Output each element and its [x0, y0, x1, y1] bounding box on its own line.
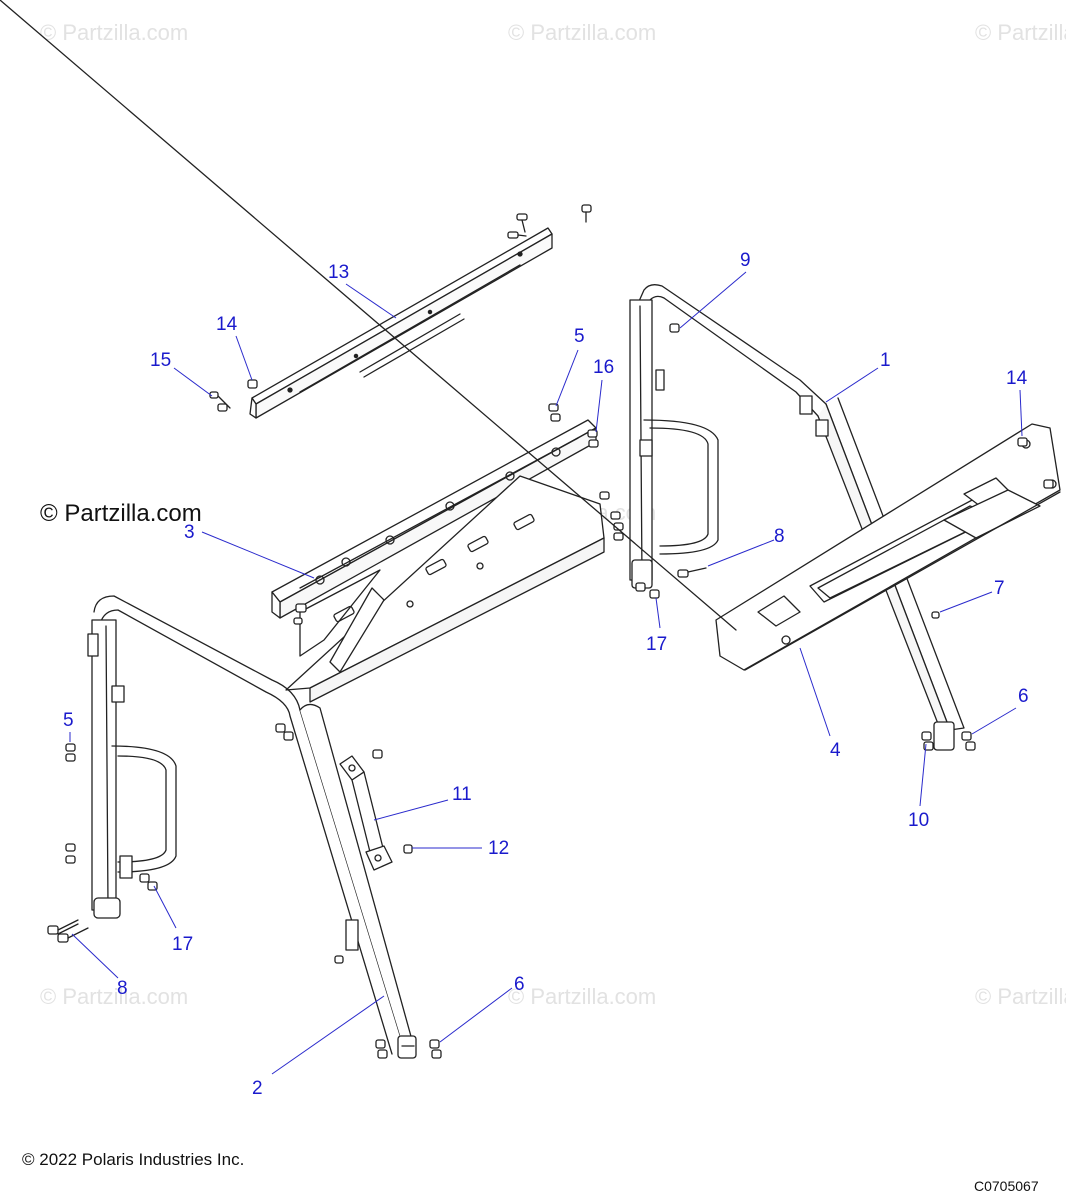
callout-label: 11	[452, 784, 472, 805]
callout-label: 10	[908, 810, 929, 831]
watermark: © Partzilla.com	[975, 20, 1066, 45]
callout-label: 6	[1018, 686, 1029, 707]
callout-label: 5	[574, 326, 585, 347]
watermark: © Partzilla.com	[508, 20, 657, 45]
callout-label: 8	[117, 978, 128, 999]
callout-label: 8	[774, 526, 785, 547]
front-roll-hoop-part	[87, 595, 417, 1059]
callout-label: 16	[593, 357, 614, 378]
callout-label: 12	[488, 838, 509, 859]
callout-label: 2	[252, 1078, 263, 1099]
watermark: © Partzilla.com	[40, 984, 189, 1009]
callout-label: 15	[150, 350, 171, 371]
callout-labels: 1 2 3 4 5 5 6 6 7 8 8 9 10 11 12 13 14 1…	[63, 250, 1029, 1099]
upper-rail-part	[249, 227, 553, 419]
watermark: © Partzilla.com	[508, 984, 657, 1009]
beam-hardware	[548, 403, 624, 541]
callout-label: 9	[740, 250, 751, 271]
rear-panel-part	[0, 0, 1061, 671]
watermark-main: © Partzilla.com	[40, 500, 202, 527]
callout-label: 4	[830, 740, 841, 761]
watermark: © Partzilla.com	[40, 20, 189, 45]
cross-beam-part	[271, 419, 605, 703]
callout-label: 7	[994, 578, 1005, 599]
callout-label: 14	[1006, 368, 1028, 389]
drawing-id: C0705067	[974, 1178, 1039, 1194]
leader-lines	[69, 271, 1023, 1075]
callout-label: 14	[216, 314, 238, 335]
callout-label: 17	[172, 934, 193, 955]
callout-label: 17	[646, 634, 667, 655]
callout-label: 13	[328, 262, 349, 283]
callout-label: 5	[63, 710, 74, 731]
watermark: © Partzilla.com	[975, 984, 1066, 1009]
callout-label: 6	[514, 974, 525, 995]
rail-bolts	[209, 204, 592, 412]
callout-label: 3	[184, 522, 195, 543]
support-strap-part	[339, 755, 393, 871]
callout-label: 1	[880, 350, 891, 371]
misc-hardware	[47, 323, 1054, 1059]
copyright-text: © 2022 Polaris Industries Inc.	[22, 1150, 245, 1169]
